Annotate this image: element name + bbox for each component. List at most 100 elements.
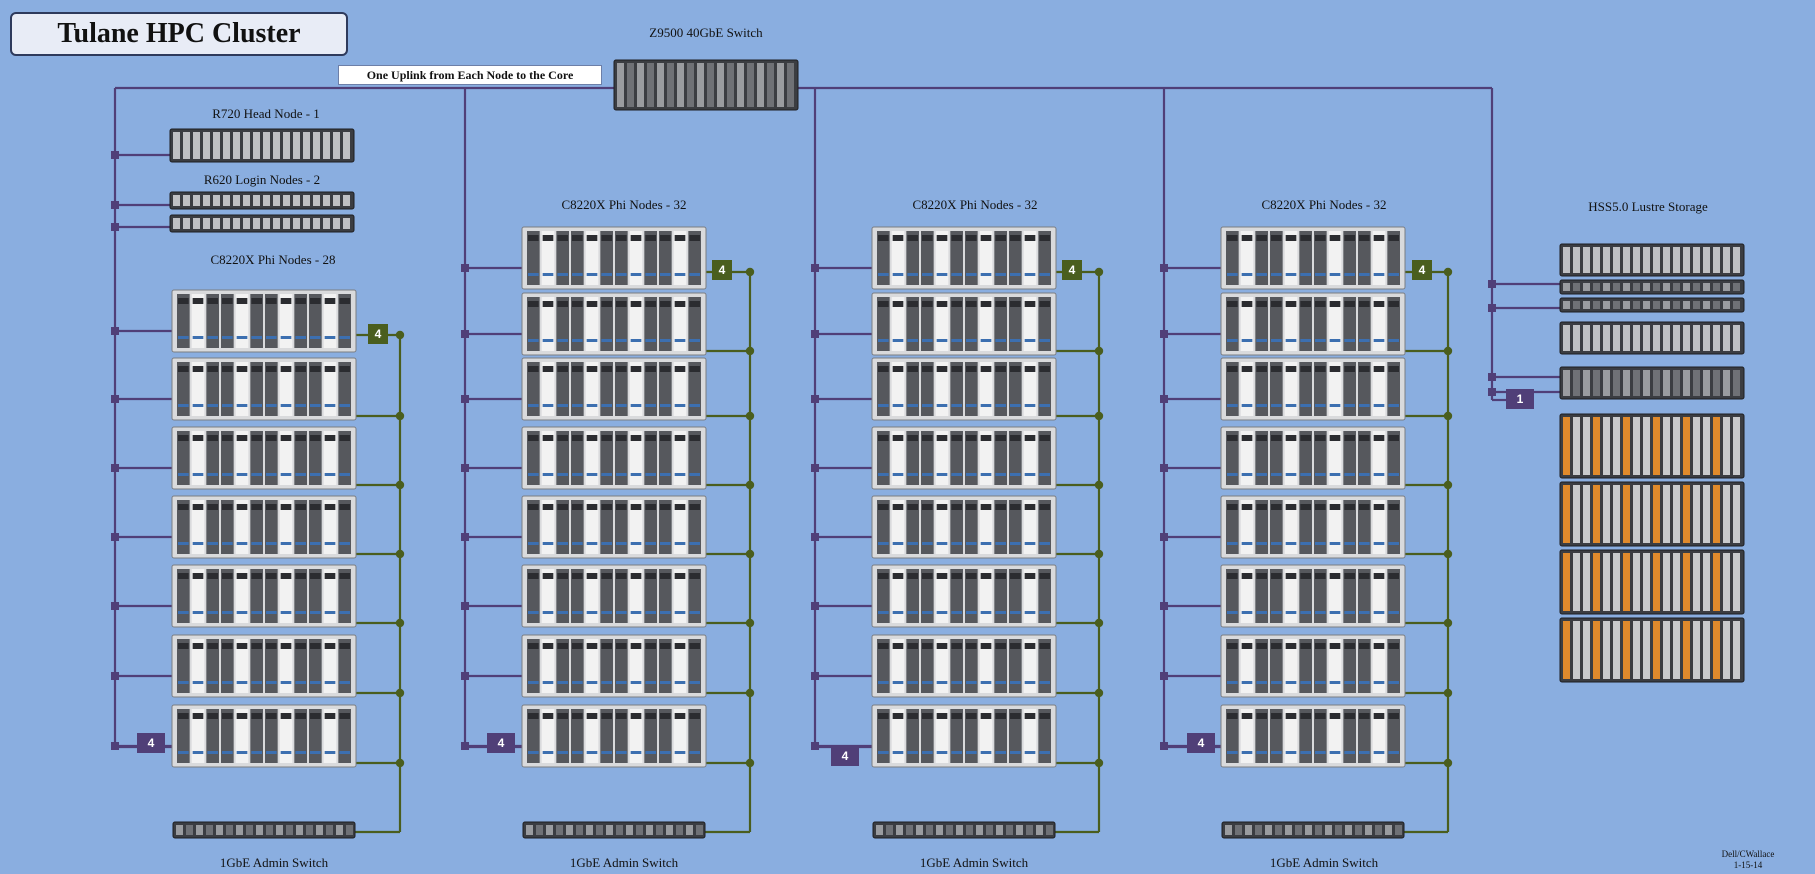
unit-bay — [926, 825, 933, 835]
sled-led — [557, 681, 568, 684]
sled — [600, 231, 613, 285]
sled-led — [1039, 473, 1050, 476]
sled-port — [310, 713, 321, 719]
uplink-tap — [1160, 330, 1168, 338]
sled-led — [980, 339, 992, 342]
sled-port — [1285, 643, 1297, 649]
unit-bay — [203, 132, 210, 159]
badge-box — [487, 733, 515, 753]
unit-bay — [1673, 247, 1680, 273]
uplink-tap — [461, 602, 469, 610]
sled-port — [689, 573, 700, 579]
sled-led — [1300, 751, 1311, 754]
sled-led — [1300, 339, 1311, 342]
sled-port — [936, 301, 948, 307]
sled — [177, 500, 190, 554]
sled-led — [1344, 681, 1355, 684]
sled — [279, 362, 293, 416]
sled-port — [936, 573, 948, 579]
sled-led — [878, 339, 889, 342]
sled-port — [178, 643, 189, 649]
unit-bay — [273, 218, 280, 229]
sled-port — [1359, 713, 1370, 719]
unit-bay — [1703, 325, 1710, 351]
unit-bay — [336, 825, 343, 835]
sled — [877, 231, 890, 285]
sled-port — [542, 435, 554, 441]
sled-port — [878, 573, 889, 579]
unit-bay — [1673, 283, 1680, 291]
unit-bay — [1563, 247, 1570, 273]
unit-bay — [1583, 370, 1590, 396]
unit-bay — [223, 132, 230, 159]
sled-led — [630, 339, 642, 342]
sled-port — [339, 713, 350, 719]
sled — [1343, 569, 1356, 623]
sled-led — [980, 751, 992, 754]
sled-led — [936, 751, 948, 754]
sled-led — [1359, 611, 1370, 614]
sled-led — [966, 273, 977, 276]
sled-led — [689, 751, 700, 754]
uplink-tap — [111, 395, 119, 403]
sled-led — [1373, 339, 1385, 342]
unit-bay — [1613, 247, 1620, 273]
unit-bay — [213, 132, 220, 159]
sled — [906, 431, 919, 485]
admin-junction — [1443, 549, 1453, 559]
sled-port — [192, 573, 204, 579]
unit-bay — [1733, 621, 1740, 679]
sled-port — [674, 301, 686, 307]
badge-count: 4 — [375, 327, 382, 341]
sled-led — [951, 273, 962, 276]
sled — [877, 431, 890, 485]
sled-port — [251, 298, 262, 304]
unit-bay — [727, 63, 734, 107]
sled — [688, 500, 701, 554]
sled — [644, 709, 657, 763]
sled — [221, 362, 234, 416]
sled-led — [1271, 611, 1282, 614]
sled-port — [1315, 435, 1326, 441]
unit-bay — [1603, 417, 1610, 475]
sled — [950, 297, 963, 351]
unit-bay — [636, 825, 643, 835]
sled — [1358, 639, 1371, 693]
sled-port — [1359, 643, 1370, 649]
badge-count: 4 — [498, 736, 505, 750]
unit-bay — [747, 63, 754, 107]
sled — [644, 500, 657, 554]
sled — [644, 569, 657, 623]
sled — [979, 431, 993, 485]
unit-bay — [1593, 301, 1600, 309]
admin-count-badge: 4 — [1062, 260, 1082, 280]
sled-port — [907, 435, 918, 441]
sled-port — [324, 573, 336, 579]
sled-led — [1010, 681, 1021, 684]
sled-port — [892, 504, 904, 510]
sled-led — [645, 542, 656, 545]
sled-port — [630, 643, 642, 649]
unit-bay — [1295, 825, 1302, 835]
sled-led — [310, 404, 321, 407]
disk-enclosure — [1559, 617, 1745, 683]
sled-port — [601, 573, 612, 579]
sled-led — [586, 339, 598, 342]
sled — [309, 362, 322, 416]
sled-led — [1285, 339, 1297, 342]
sled-led — [616, 611, 627, 614]
sled-port — [645, 301, 656, 307]
sled — [979, 297, 993, 351]
unit-bay — [1245, 825, 1252, 835]
sled — [659, 639, 672, 693]
unit-bay — [1703, 301, 1710, 309]
sled-led — [1344, 273, 1355, 276]
unit-bay — [1713, 370, 1720, 396]
sled-led — [892, 339, 904, 342]
sled — [221, 569, 234, 623]
unit-bay — [1593, 485, 1600, 543]
sled-port — [1271, 435, 1282, 441]
sled — [891, 297, 905, 351]
badge-box — [1062, 260, 1082, 280]
unit-bay — [246, 825, 253, 835]
